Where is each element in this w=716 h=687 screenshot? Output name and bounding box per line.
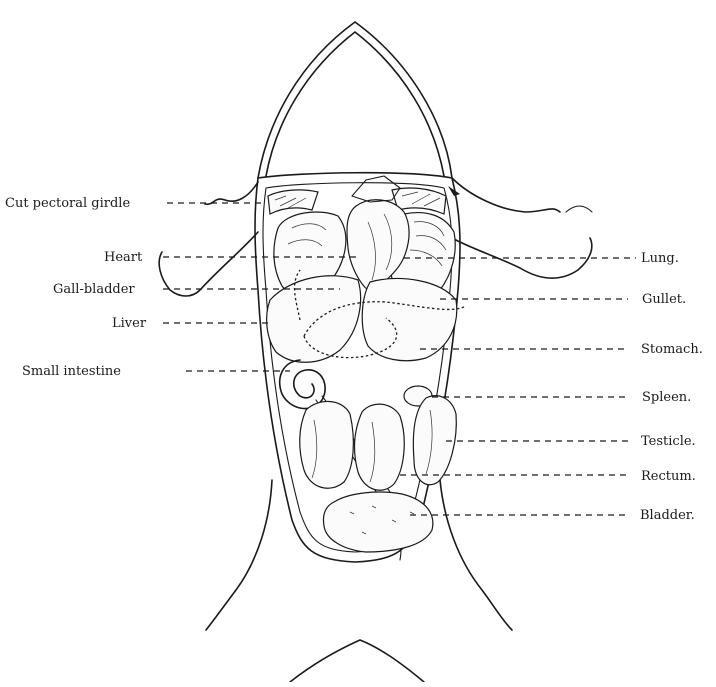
label-testicle: Testicle.: [641, 434, 696, 449]
label-heart: Heart: [104, 250, 143, 265]
label-liver: Liver: [112, 316, 147, 331]
label-spleen: Spleen.: [642, 390, 691, 405]
testicles: [300, 396, 457, 491]
labels-right: Lung. Gullet. Stomach. Spleen. Testicle.…: [640, 251, 703, 523]
label-small-intestine: Small intestine: [22, 364, 121, 379]
label-rectum: Rectum.: [641, 469, 696, 484]
label-bladder: Bladder.: [640, 508, 695, 523]
label-lung: Lung.: [641, 251, 679, 266]
labels-left: Cut pectoral girdle Heart Gall-bladder L…: [5, 196, 147, 379]
bladder: [323, 492, 432, 552]
label-cut-pectoral-girdle: Cut pectoral girdle: [5, 196, 130, 211]
label-gall-bladder: Gall-bladder: [53, 282, 135, 297]
label-stomach: Stomach.: [641, 342, 703, 357]
label-gullet: Gullet.: [642, 292, 686, 307]
